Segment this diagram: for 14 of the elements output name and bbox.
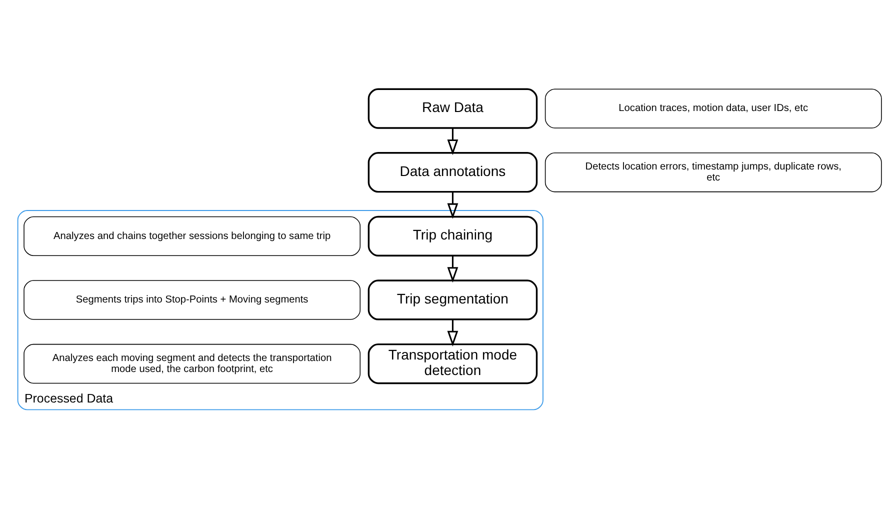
- node-box: Analyzes and chains together sessions belonging to same trip: [24, 216, 361, 256]
- node-box: Data annotations: [368, 152, 538, 193]
- node-box: Trip segmentation: [368, 280, 538, 320]
- node-box: Transportation mode detection: [368, 343, 538, 384]
- node-box: Analyzes each moving segment and detects the transportation mode used, the carbon footprint, etc: [24, 344, 361, 384]
- node-box: Location traces, motion data, user IDs, etc: [544, 88, 882, 128]
- arrow: [447, 128, 458, 156]
- node-box: Trip chaining: [368, 216, 538, 256]
- node-box: Raw Data: [368, 88, 538, 129]
- node-box: Segments trips into Stop-Points + Moving segments: [24, 280, 361, 320]
- arrow: [447, 256, 458, 283]
- arrow: [447, 319, 458, 346]
- arrow: [447, 192, 458, 219]
- node-box: Detects location errors, timestamp jumps, duplicate rows, etc: [544, 152, 882, 192]
